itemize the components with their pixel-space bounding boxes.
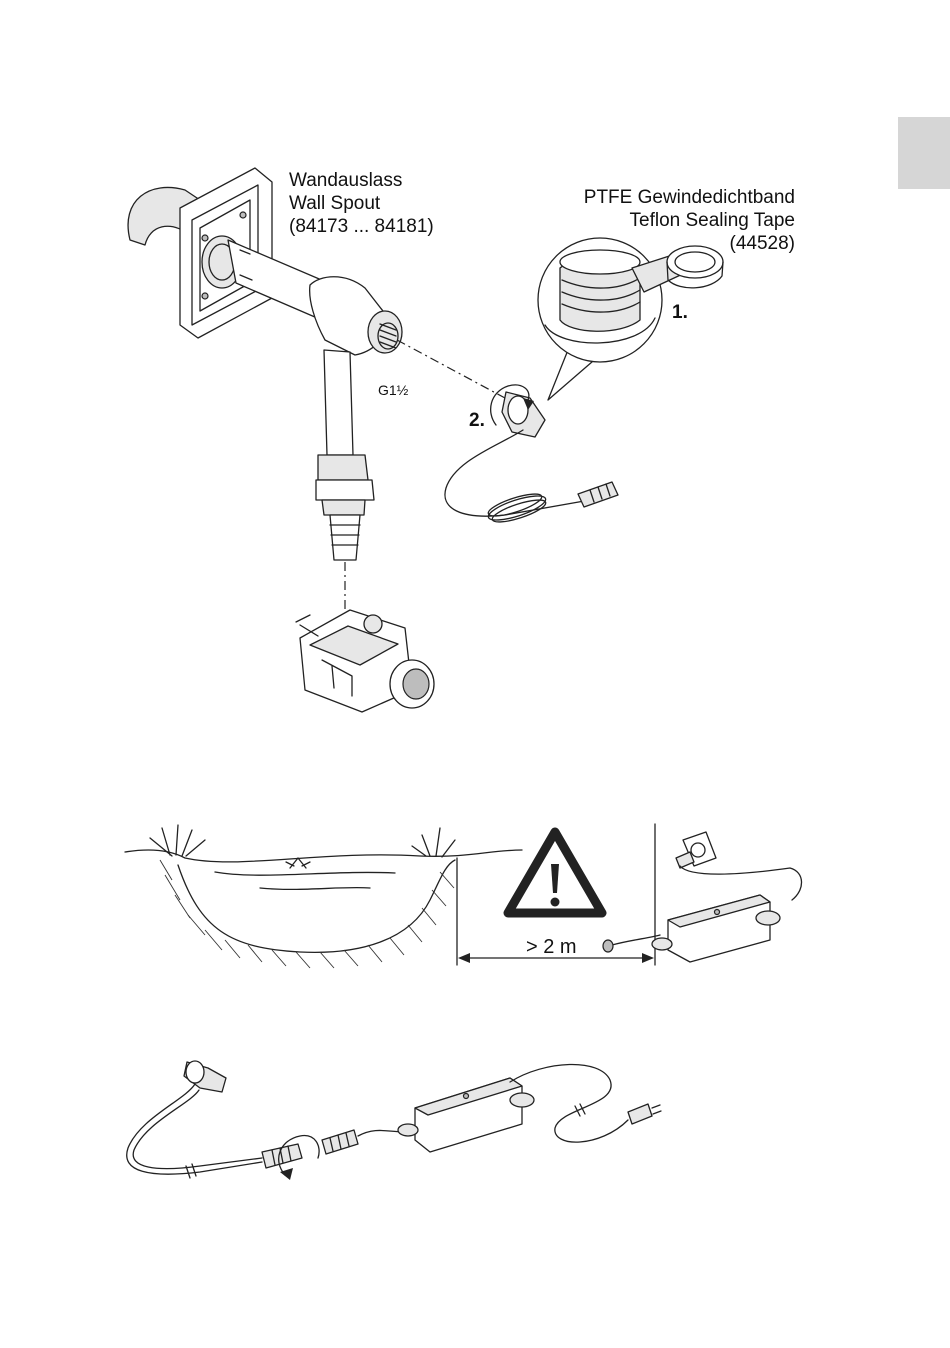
warning-triangle-icon bbox=[508, 832, 602, 913]
controller-cable-illustration bbox=[322, 1064, 661, 1154]
power-unit-illustration bbox=[603, 832, 802, 962]
tape-label-en: Teflon Sealing Tape bbox=[630, 209, 796, 232]
thread-detail-magnifier bbox=[538, 238, 723, 400]
step-1-label: 1. bbox=[672, 302, 688, 324]
pump-illustration bbox=[296, 610, 434, 712]
step-2-label: 2. bbox=[469, 410, 485, 432]
wall-spout-label-de: Wandauslass bbox=[289, 169, 402, 192]
distance-label: > 2 m bbox=[526, 936, 577, 959]
sensor-cable-illustration bbox=[127, 1061, 302, 1178]
tape-part-number: (44528) bbox=[730, 232, 796, 255]
wall-spout-models: (84173 ... 84181) bbox=[289, 215, 434, 238]
thread-size-label: G1½ bbox=[378, 382, 408, 398]
pond-illustration bbox=[125, 825, 522, 968]
wall-spout-label-en: Wall Spout bbox=[289, 192, 380, 215]
tape-label-de: PTFE Gewindedichtband bbox=[584, 186, 795, 209]
